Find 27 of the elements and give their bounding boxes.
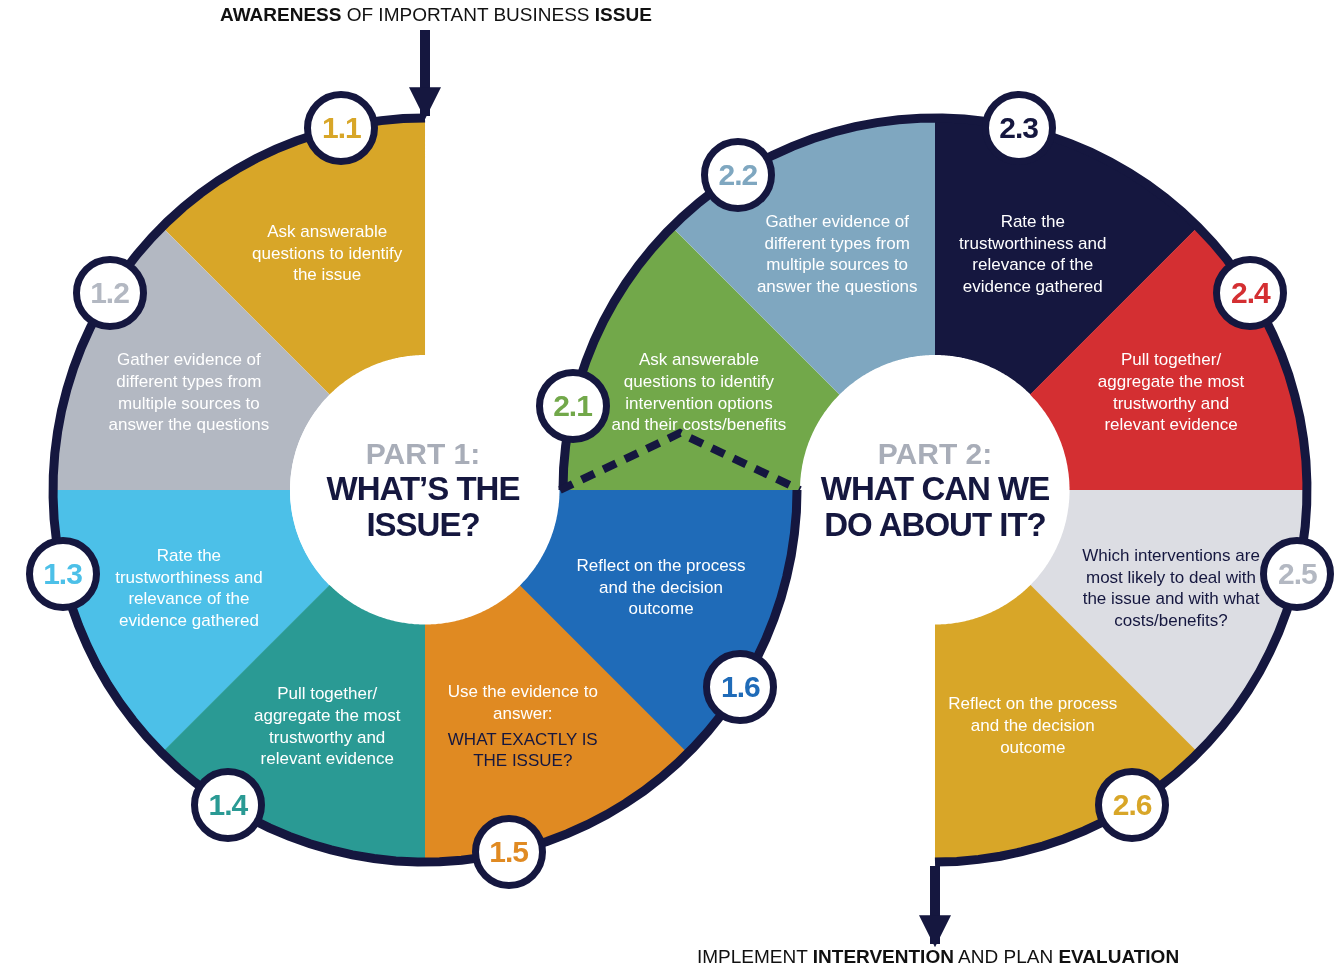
step-text: Use the evidence to answer: (446, 680, 599, 725)
step-text: Ask answerable questions to identify the issue (251, 221, 404, 287)
step-text: Rate the trustworthiness and relevance of the evidence gathered (114, 544, 264, 632)
arrow (919, 866, 951, 948)
step-text: Reflect on the process and the decision outcome (575, 555, 747, 621)
step-text: WHAT EXACTLY IS THE ISSUE? (446, 728, 599, 772)
part-question: WHAT CAN WE DO ABOUT IT? (820, 470, 1050, 544)
step-text: Ask answerable questions to identify intervention options and their costs/benefits (610, 348, 788, 436)
step-number-badge: 2.4 (1213, 255, 1288, 330)
step-text: Reflect on the process and the decision outcome (947, 693, 1119, 759)
step-number-badge: 1.2 (72, 255, 147, 330)
step-text: Pull together/ aggregate the most trustworthy and relevant evidence (252, 682, 402, 770)
part-label: PART 2: (877, 436, 993, 471)
stage-caption: AWARENESS OF IMPORTANT BUSINESS ISSUE (220, 4, 652, 26)
step-text: Pull together/ aggregate the most trustworthy and relevant evidence (1096, 348, 1246, 436)
step-text: Which interventions are most likely to deal with the issue and with what costs/benefits? (1082, 544, 1261, 632)
arrow (409, 30, 441, 120)
part-question: WHAT’S THE ISSUE? (325, 470, 521, 544)
step-text: Gather evidence of different types from multiple sources to answer the questions (755, 210, 919, 298)
step-text: Gather evidence of different types from multiple sources to answer the questions (107, 348, 271, 436)
step-number-badge: 1.1 (304, 90, 379, 165)
stage-caption: IMPLEMENT INTERVENTION AND PLAN EVALUATION (697, 946, 1180, 968)
step-number-badge: 1.4 (190, 768, 265, 843)
part-label: PART 1: (365, 436, 481, 471)
step-text: Rate the trustworthiness and relevance of the evidence gathered (958, 210, 1108, 298)
step-number-badge: 2.2 (700, 137, 775, 212)
step-number-badge: 1.3 (25, 536, 100, 611)
